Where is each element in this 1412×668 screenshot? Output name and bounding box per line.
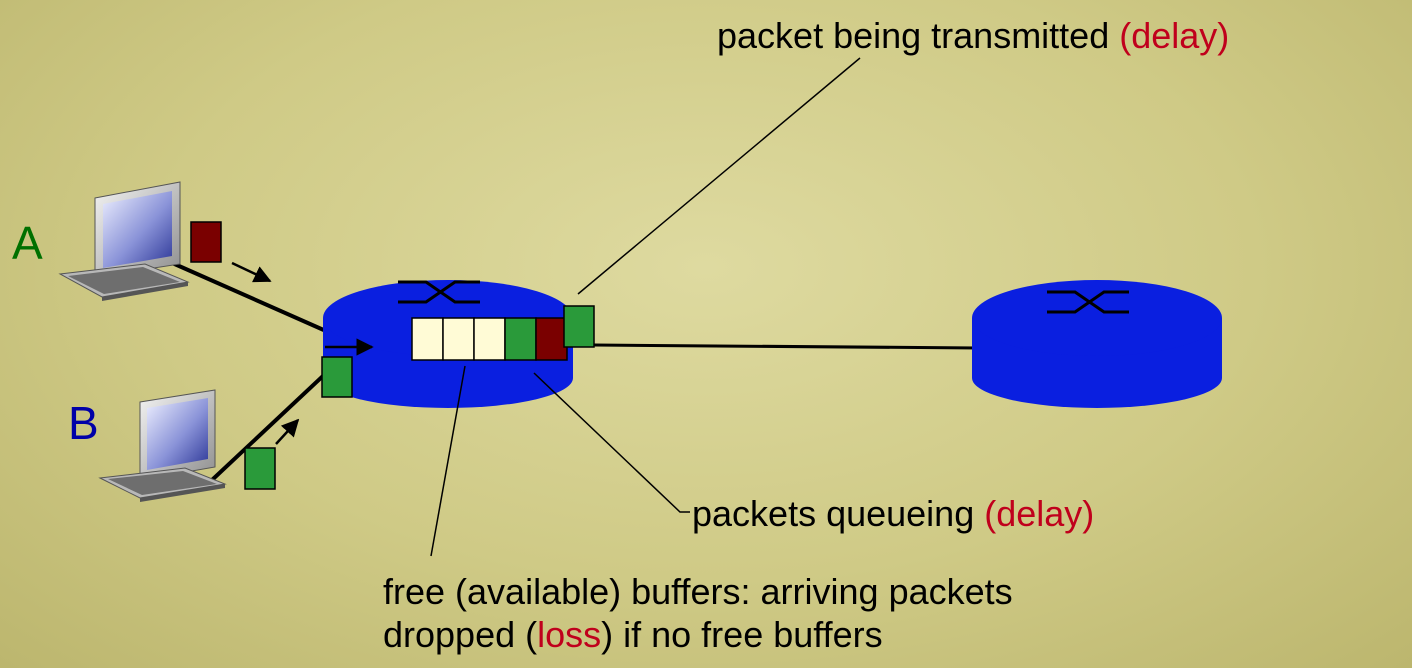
annotation-line-1: free (available) buffers: arriving packe…	[383, 571, 1013, 612]
packet-green-from-b	[244, 447, 276, 490]
callout-lines	[430, 57, 861, 557]
annotation-line-2: dropped (loss) if no free buffers	[383, 613, 1013, 656]
buffer-queued-green-packet	[504, 317, 537, 361]
buffer-free	[411, 317, 444, 361]
callout-buffers	[430, 365, 466, 557]
annotation-loss-emphasis: loss	[537, 614, 602, 656]
annotation-free-buffers: free (available) buffers: arriving packe…	[383, 570, 1013, 656]
links	[169, 260, 979, 482]
router-queue	[411, 317, 568, 361]
annotation-line-2-pre: dropped (	[383, 614, 538, 656]
annotation-text: packet being transmitted	[717, 15, 1120, 56]
annotation-line-2-post: ) if no free buffers	[601, 614, 883, 656]
buffer-queued-red-packet	[535, 317, 568, 361]
link-router-to-router	[593, 343, 979, 350]
router-right-icon	[972, 280, 1222, 408]
annotation-packet-being-transmitted: packet being transmitted (delay)	[717, 14, 1229, 57]
callout-queueing	[533, 372, 690, 513]
host-b-label: B	[68, 397, 99, 449]
buffer-free	[442, 317, 475, 361]
annotation-emphasis: (delay)	[984, 493, 1095, 534]
host-a-computer-icon	[58, 181, 190, 301]
annotation-text: packets queueing	[692, 493, 985, 534]
packet-red-from-a	[190, 221, 222, 263]
annotation-packets-queueing: packets queueing (delay)	[692, 492, 1094, 535]
host-b-computer-icon	[98, 389, 227, 502]
host-a-label: A	[12, 217, 43, 269]
arrow-from-b	[275, 418, 300, 445]
callout-transmitted	[577, 57, 861, 295]
packet-being-transmitted	[563, 305, 595, 348]
arrow-from-a	[231, 261, 272, 283]
link-host-b-to-router	[210, 358, 342, 482]
router-switch-arrows-icon	[398, 280, 480, 304]
buffer-free	[473, 317, 506, 361]
router-switch-arrows-icon	[1047, 290, 1129, 314]
annotation-emphasis: (delay)	[1119, 15, 1230, 56]
link-host-a-to-router	[169, 260, 336, 337]
packet-green-arriving	[321, 356, 353, 398]
